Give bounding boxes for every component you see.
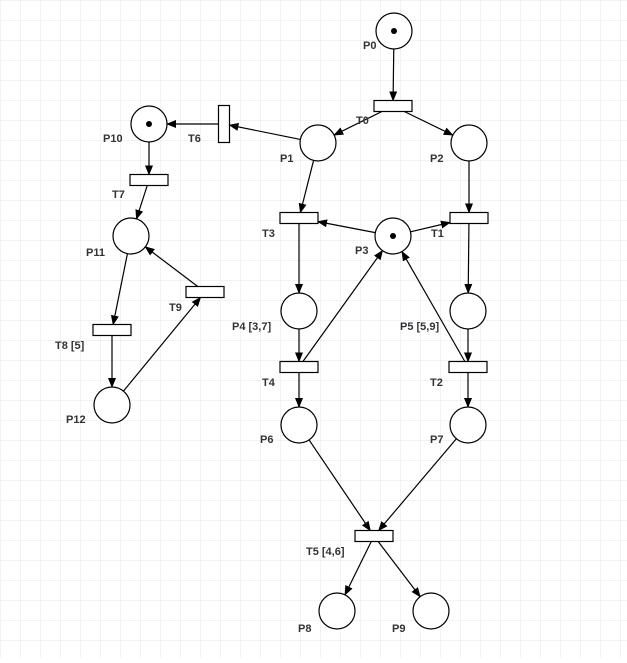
transition-label-t9: T9 <box>169 302 182 314</box>
place-label-p0: P0 <box>363 40 376 52</box>
place-p1 <box>299 124 337 162</box>
arc-t7-p11 <box>135 185 148 220</box>
arc-t5-p8 <box>344 541 372 596</box>
place-p7 <box>449 406 487 444</box>
place-label-p7: P7 <box>430 434 443 446</box>
transition-label-t6: T6 <box>188 133 201 145</box>
place-p9 <box>412 592 450 630</box>
place-label-p10: P10 <box>103 133 123 145</box>
place-p8 <box>318 592 356 630</box>
arc-p0-t0 <box>389 48 398 102</box>
place-label-p4: P4 [3,7] <box>232 321 271 333</box>
place-label-p1: P1 <box>280 153 293 165</box>
arc-p3-t3 <box>317 219 376 234</box>
place-label-p11: P11 <box>86 247 105 259</box>
transition-label-t3: T3 <box>262 228 275 240</box>
place-p11 <box>112 217 150 255</box>
arcs-layer <box>108 48 473 598</box>
arc-p1-t6 <box>228 122 301 141</box>
arc-t2-p3 <box>401 250 466 362</box>
arc-p12-t9 <box>122 296 202 392</box>
place-p12 <box>93 386 131 424</box>
place-label-p3: P3 <box>355 245 368 257</box>
place-label-p12: P12 <box>66 414 86 426</box>
place-label-p2: P2 <box>430 153 443 165</box>
transition-t3 <box>279 211 319 225</box>
place-label-p8: P8 <box>298 623 311 635</box>
transition-label-t2: T2 <box>430 377 443 389</box>
place-p2 <box>450 124 488 162</box>
transition-t9 <box>185 285 225 299</box>
transition-t7 <box>129 173 169 187</box>
transition-label-t8: T8 [5] <box>55 340 85 352</box>
place-p5 <box>449 292 487 330</box>
arc-t0-p2 <box>404 110 454 136</box>
transition-label-t1: T1 <box>431 228 444 240</box>
place-p4 <box>280 292 318 330</box>
arc-t1-p5 <box>464 223 473 295</box>
arc-p6-t5 <box>308 439 371 532</box>
token-p3 <box>390 233 396 239</box>
transition-label-t7: T7 <box>112 189 125 201</box>
arc-p7-t5 <box>378 438 457 532</box>
place-label-p6: P6 <box>260 434 273 446</box>
arc-t5-p9 <box>377 541 421 598</box>
transition-label-t4: T4 <box>262 377 276 389</box>
arc-p11-t8 <box>110 253 129 326</box>
arc-t0-p1 <box>333 110 383 136</box>
place-label-p9: P9 <box>392 623 405 635</box>
transition-label-t5: T5 [4,6] <box>306 546 345 558</box>
nodes-layer <box>92 12 489 630</box>
arc-p3-t1 <box>410 220 451 233</box>
arc-p1-t3 <box>298 160 315 214</box>
place-label-p5: P5 [5,9] <box>400 321 439 333</box>
arc-t4-p3 <box>302 249 384 362</box>
transition-label-t0: T0 <box>356 115 369 127</box>
transition-t5 <box>354 529 394 543</box>
transition-t0 <box>373 99 413 113</box>
token-p10 <box>146 121 152 127</box>
arc-t9-p11 <box>144 246 199 287</box>
transition-t4 <box>279 360 319 374</box>
transition-t6 <box>217 104 231 144</box>
transition-t1 <box>449 211 489 225</box>
token-p0 <box>391 28 397 34</box>
place-p6 <box>280 406 318 444</box>
transition-t2 <box>448 360 488 374</box>
transition-t8 <box>92 323 132 337</box>
